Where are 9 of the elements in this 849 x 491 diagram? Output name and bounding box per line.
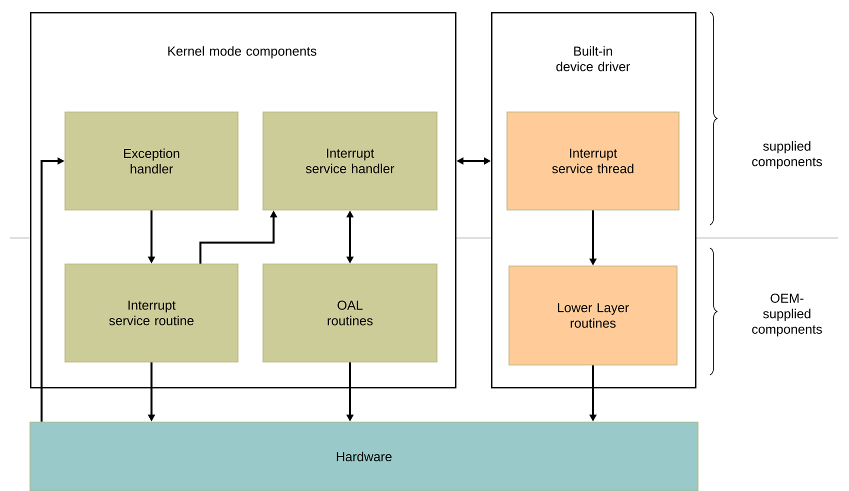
side-label: OEM-supplied components xyxy=(752,294,822,336)
process-box: Interrupt service thread xyxy=(506,112,680,210)
side-label: supplied components xyxy=(752,141,822,169)
process-box: Exception handler xyxy=(64,112,238,210)
process-box: Interrupt service routine xyxy=(64,264,238,362)
process-box: Lower Layer routines xyxy=(508,266,678,366)
hardware-bar: Hardware xyxy=(30,422,698,491)
process-box: Interrupt service handler xyxy=(262,112,438,210)
process-box: OAL routines xyxy=(262,264,438,362)
